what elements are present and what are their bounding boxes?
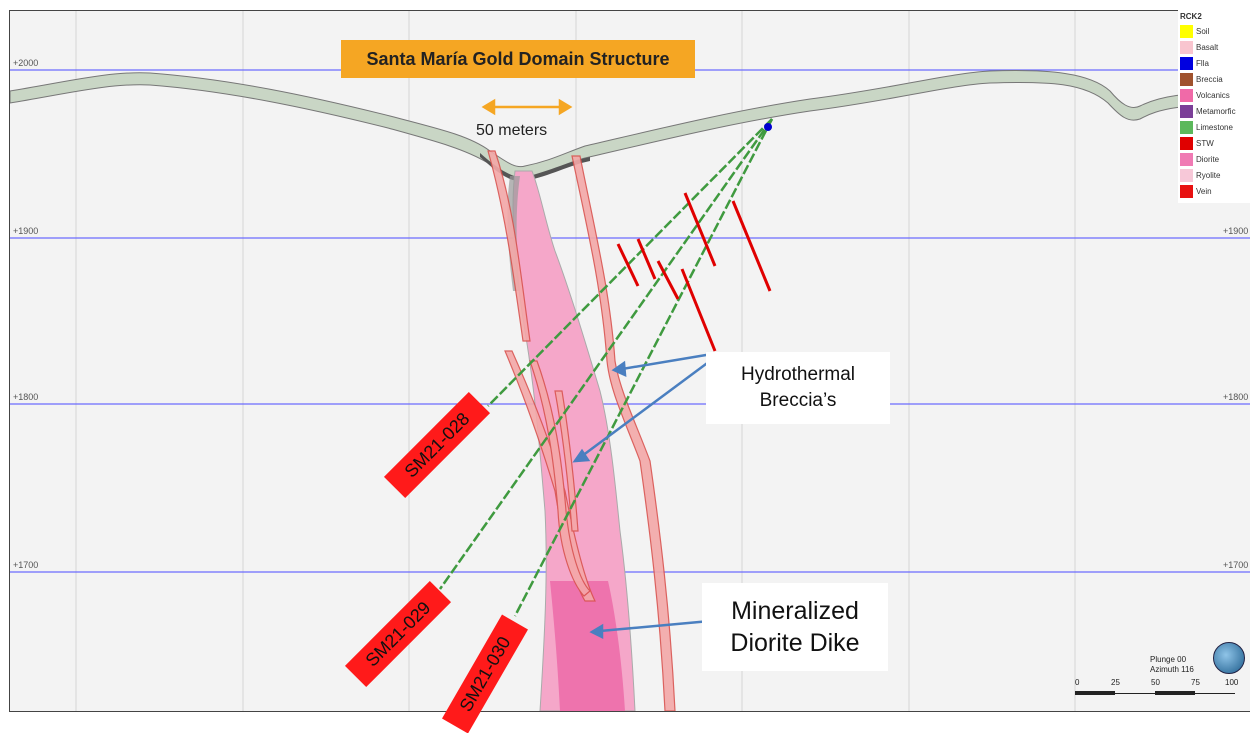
scale-tick-label: 50 — [1151, 678, 1160, 687]
legend-swatch — [1180, 24, 1193, 38]
scale-tick-label: 0 — [1075, 678, 1080, 687]
legend-swatch — [1180, 152, 1193, 166]
legend-label: Breccia — [1196, 74, 1223, 84]
diorite-dike-core — [550, 581, 625, 711]
cross-section-view: +2000 +1900 +1800 +1700 +1900 +1800 +170… — [9, 10, 1250, 712]
collar-marker — [764, 123, 772, 131]
scale-bar-segment — [1075, 691, 1115, 695]
legend-title: RCK2 — [1180, 12, 1202, 21]
callout-breccia-text: Hydrothermal Breccia’s — [740, 364, 856, 411]
terrain-surface — [10, 70, 1250, 180]
legend-label: Basalt — [1196, 42, 1219, 52]
callout-arrows — [572, 352, 713, 640]
elev-label-1700: +1700 — [13, 560, 38, 570]
legend-swatch — [1180, 88, 1193, 102]
legend-item: Diorite — [1180, 151, 1250, 167]
legend-swatch — [1180, 168, 1193, 182]
legend-label: Flla — [1196, 58, 1209, 68]
view-orientation: Plunge 00 Azimuth 116 — [1150, 655, 1194, 675]
legend-label: Vein — [1196, 186, 1212, 196]
legend-label: Soil — [1196, 26, 1210, 36]
orientation-globe-icon — [1213, 642, 1245, 674]
legend-item: STW — [1180, 135, 1250, 151]
legend-item: Breccia — [1180, 71, 1250, 87]
surface-dark-strip — [480, 153, 590, 182]
legend-item: Limestone — [1180, 119, 1250, 135]
scale-tick-label: 75 — [1191, 678, 1200, 687]
legend-item: Flla — [1180, 55, 1250, 71]
vein-segments — [616, 192, 772, 352]
legend-label: Ryolite — [1196, 170, 1221, 180]
elev-label-1900-right: +1900 — [1223, 226, 1248, 236]
plunge-text: Plunge 00 — [1150, 655, 1187, 664]
section-drawing: +2000 +1900 +1800 +1700 +1900 +1800 +170… — [10, 11, 1250, 711]
legend-swatch — [1180, 40, 1193, 54]
legend-swatch — [1180, 184, 1193, 198]
elev-label-1800: +1800 — [13, 392, 38, 402]
callout-hydrothermal-breccia: Hydrothermal Breccia’s — [706, 352, 890, 424]
diorite-dike — [512, 170, 636, 711]
legend-swatch — [1180, 56, 1193, 70]
elev-label-1700-right: +1700 — [1223, 560, 1248, 570]
legend-item: Vein — [1180, 183, 1250, 199]
legend-swatch — [1180, 120, 1193, 134]
scale-bar-segment — [1195, 693, 1235, 694]
legend-item: Volcanics — [1180, 87, 1250, 103]
scale-arrow — [481, 98, 573, 116]
elevation-lines — [10, 69, 1250, 573]
breccia-bodies — [487, 150, 676, 711]
scale-tick-label: 25 — [1111, 678, 1120, 687]
elev-label-1800-right: +1800 — [1223, 392, 1248, 402]
legend-label: Diorite — [1196, 154, 1220, 164]
callout-mineralized-dike: Mineralized Diorite Dike — [702, 583, 888, 671]
legend-item: Metamorfic — [1180, 103, 1250, 119]
scale-bar-segment — [1155, 691, 1195, 695]
scale-bar-segment — [1115, 693, 1155, 694]
legend-swatch — [1180, 136, 1193, 150]
legend-label: Metamorfic — [1196, 106, 1236, 116]
legend-label: Volcanics — [1196, 90, 1230, 100]
azimuth-text: Azimuth 116 — [1150, 665, 1194, 674]
callout-dike-text: Mineralized Diorite Dike — [730, 596, 860, 658]
legend-label: STW — [1196, 138, 1214, 148]
legend-label: Limestone — [1196, 122, 1233, 132]
legend-item: Ryolite — [1180, 167, 1250, 183]
scale-label: 50 meters — [476, 122, 548, 139]
scale-bar: 0 25 50 75 100 — [1075, 678, 1245, 698]
drill-traces — [438, 118, 774, 617]
legend-item: Soil — [1180, 23, 1250, 39]
elev-label-2000: +2000 — [13, 58, 38, 68]
scale-tick-label: 100 — [1225, 678, 1239, 687]
diagram-title: Santa María Gold Domain Structure — [341, 40, 695, 78]
legend-swatch — [1180, 72, 1193, 86]
elev-label-1900: +1900 — [13, 226, 38, 236]
elevation-labels: +2000 +1900 +1800 +1700 +1900 +1800 +170… — [13, 58, 1248, 570]
legend-item: Basalt — [1180, 39, 1250, 55]
legend-swatch — [1180, 104, 1193, 118]
